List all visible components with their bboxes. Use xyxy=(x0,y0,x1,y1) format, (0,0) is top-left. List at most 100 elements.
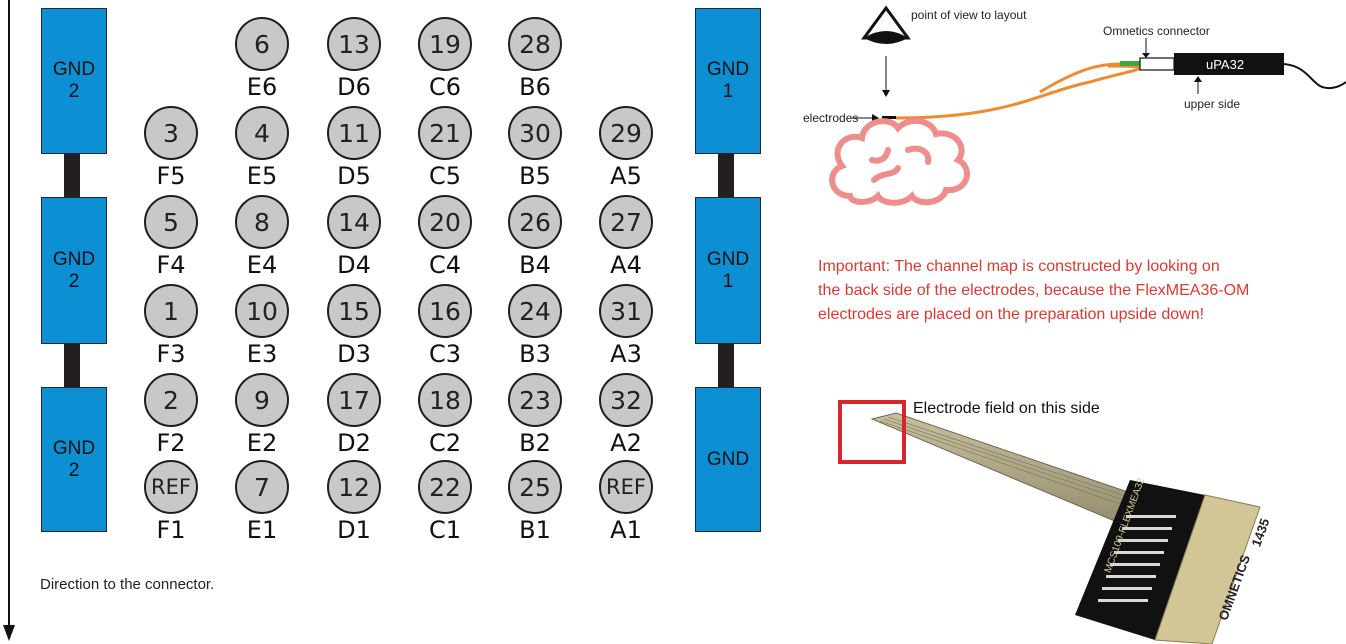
electrode-label: F4 xyxy=(156,251,186,279)
electrode-A3: 31 xyxy=(599,284,653,338)
electrode-E4: 8 xyxy=(235,195,289,249)
direction-arrow xyxy=(3,0,15,641)
gnd-number: 1 xyxy=(722,81,734,102)
electrode-B3: 24 xyxy=(508,284,562,338)
electrode-label: C2 xyxy=(428,429,462,457)
electrode-B4: 26 xyxy=(508,195,562,249)
electrode-C1: 22 xyxy=(418,460,472,514)
pov-label: point of view to layout xyxy=(911,8,1027,22)
eye-icon xyxy=(861,5,911,44)
gnd-right-link-1 xyxy=(718,152,734,198)
upper-side-label: upper side xyxy=(1184,97,1241,111)
electrode-E5: 4 xyxy=(235,106,289,160)
electrode-C5: 21 xyxy=(418,106,472,160)
gnd-right-block-1: GND 1 xyxy=(695,8,761,154)
electrode-label: E3 xyxy=(246,340,278,368)
electrode-E3: 10 xyxy=(235,284,289,338)
electrode-label: D6 xyxy=(337,73,371,101)
electrode-D1: 12 xyxy=(327,460,381,514)
electrode-label: F5 xyxy=(156,162,186,190)
setup-diagram xyxy=(829,5,1346,206)
electrode-D6: 13 xyxy=(327,17,381,71)
electrode-label: C4 xyxy=(428,251,462,279)
omnetics-connector-label: Omnetics connector xyxy=(1103,24,1210,38)
electrode-C6: 19 xyxy=(418,17,472,71)
electrode-A1: REF xyxy=(599,460,653,514)
electrode-F2: 2 xyxy=(144,373,198,427)
electrode-label: F1 xyxy=(156,516,186,544)
electrode-label: C5 xyxy=(428,162,462,190)
gnd-left-link-1 xyxy=(64,152,80,198)
electrode-label: E4 xyxy=(246,251,278,279)
gnd-label: GND xyxy=(52,248,96,270)
note-line: electrodes are placed on the preparation… xyxy=(818,306,1205,323)
electrode-B1: 25 xyxy=(508,460,562,514)
electrode-label: D5 xyxy=(337,162,371,190)
gnd-label: GND xyxy=(706,248,750,270)
gnd-left-link-2 xyxy=(64,342,80,388)
electrode-label: A4 xyxy=(610,251,642,279)
electrode-label: B6 xyxy=(519,73,551,101)
gnd-number: 1 xyxy=(722,270,734,292)
gnd-left-block-3: GND 2 xyxy=(41,387,107,532)
brain-icon xyxy=(829,117,970,206)
electrode-label: E6 xyxy=(246,73,278,101)
gnd-number: 2 xyxy=(68,459,80,481)
electrode-F4: 5 xyxy=(144,195,198,249)
amplifier-label: uPA32 xyxy=(1206,57,1245,72)
electrode-B6: 28 xyxy=(508,17,562,71)
note-line: the back side of the electrodes, because… xyxy=(818,282,1250,299)
gnd-left-block-2: GND 2 xyxy=(41,197,107,344)
electrode-label: A5 xyxy=(610,162,642,190)
electrode-C4: 20 xyxy=(418,195,472,249)
electrode-A5: 29 xyxy=(599,106,653,160)
electrode-D2: 17 xyxy=(327,373,381,427)
electrode-label: E1 xyxy=(246,516,278,544)
electrode-label: F3 xyxy=(156,340,186,368)
electrode-E2: 9 xyxy=(235,373,289,427)
electrode-label: B2 xyxy=(519,429,551,457)
electrode-label: D2 xyxy=(337,429,371,457)
electrode-label: C3 xyxy=(428,340,462,368)
electrode-E6: 6 xyxy=(235,17,289,71)
electrode-F3: 1 xyxy=(144,284,198,338)
gnd-right-link-2 xyxy=(718,342,734,388)
electrode-C2: 18 xyxy=(418,373,472,427)
electrode-D5: 11 xyxy=(327,106,381,160)
electrode-label: E2 xyxy=(246,429,278,457)
electrode-D4: 14 xyxy=(327,195,381,249)
electrodes-label: electrodes xyxy=(803,111,859,125)
direction-text: Direction to the connector. xyxy=(40,576,215,593)
electrode-label: D3 xyxy=(337,340,371,368)
gnd-label: GND xyxy=(52,59,96,80)
electrode-F1: REF xyxy=(144,460,198,514)
important-note: Important: The channel map is constructe… xyxy=(818,255,1249,327)
electrode-label: B5 xyxy=(519,162,551,190)
electrode-label: A1 xyxy=(610,516,642,544)
gnd-right-block-2: GND 1 xyxy=(695,197,761,344)
electrode-D3: 15 xyxy=(327,284,381,338)
electrode-label: F2 xyxy=(156,429,186,457)
electrode-label: E5 xyxy=(246,162,278,190)
electrode-label: B1 xyxy=(519,516,551,544)
electrode-field-label: Electrode field on this side xyxy=(913,400,1100,417)
gnd-left-block-1: GND 2 xyxy=(41,8,107,154)
electrode-label: B4 xyxy=(519,251,551,279)
electrode-label: B3 xyxy=(519,340,551,368)
electrode-C3: 16 xyxy=(418,284,472,338)
electrode-A4: 27 xyxy=(599,195,653,249)
electrode-F5: 3 xyxy=(144,106,198,160)
gnd-label: GND xyxy=(706,59,750,80)
gnd-right-block-3: GND xyxy=(695,387,761,532)
gnd-number: 2 xyxy=(68,270,80,292)
electrode-label: D4 xyxy=(337,251,371,279)
electrode-E1: 7 xyxy=(235,460,289,514)
electrode-B5: 30 xyxy=(508,106,562,160)
gnd-label: GND xyxy=(706,448,750,470)
electrode-B2: 23 xyxy=(508,373,562,427)
electrode-label: D1 xyxy=(337,516,371,544)
note-line: Important: The channel map is constructe… xyxy=(818,258,1220,275)
electrode-photo xyxy=(838,400,1261,644)
electrode-A2: 32 xyxy=(599,373,653,427)
gnd-label: GND xyxy=(52,437,96,459)
